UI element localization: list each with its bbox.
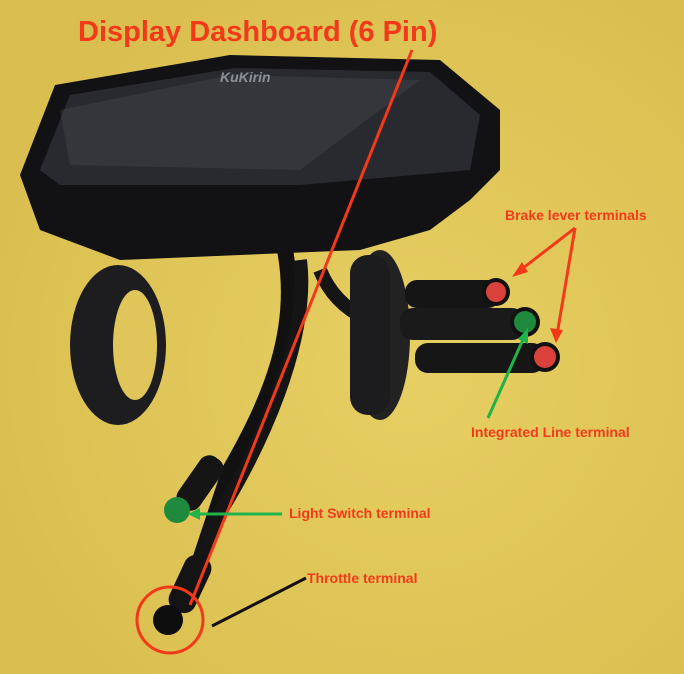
brake-connector-top bbox=[405, 278, 510, 308]
brake-connector-bottom bbox=[415, 342, 560, 373]
right-mount-clamp bbox=[350, 250, 410, 420]
label-integrated-line: Integrated Line terminal bbox=[471, 424, 630, 440]
page-title: Display Dashboard (6 Pin) bbox=[78, 16, 438, 48]
brand-logo: KuKirin bbox=[220, 69, 271, 85]
label-brake-lever: Brake lever terminals bbox=[505, 207, 647, 223]
throttle-connector bbox=[153, 554, 212, 635]
left-mount-clamp bbox=[70, 265, 166, 425]
integrated-connector bbox=[400, 307, 540, 340]
brake-arrow-1 bbox=[517, 226, 576, 274]
display-device: KuKirin bbox=[20, 55, 500, 260]
integrated-arrow bbox=[486, 334, 527, 419]
throttle-pointer bbox=[211, 576, 307, 628]
throttle-highlight-circle bbox=[135, 585, 205, 655]
label-throttle: Throttle terminal bbox=[307, 570, 418, 586]
brake-arrow-2 bbox=[555, 227, 577, 336]
label-light-switch: Light Switch terminal bbox=[289, 505, 431, 521]
light-switch-connector bbox=[164, 455, 224, 523]
